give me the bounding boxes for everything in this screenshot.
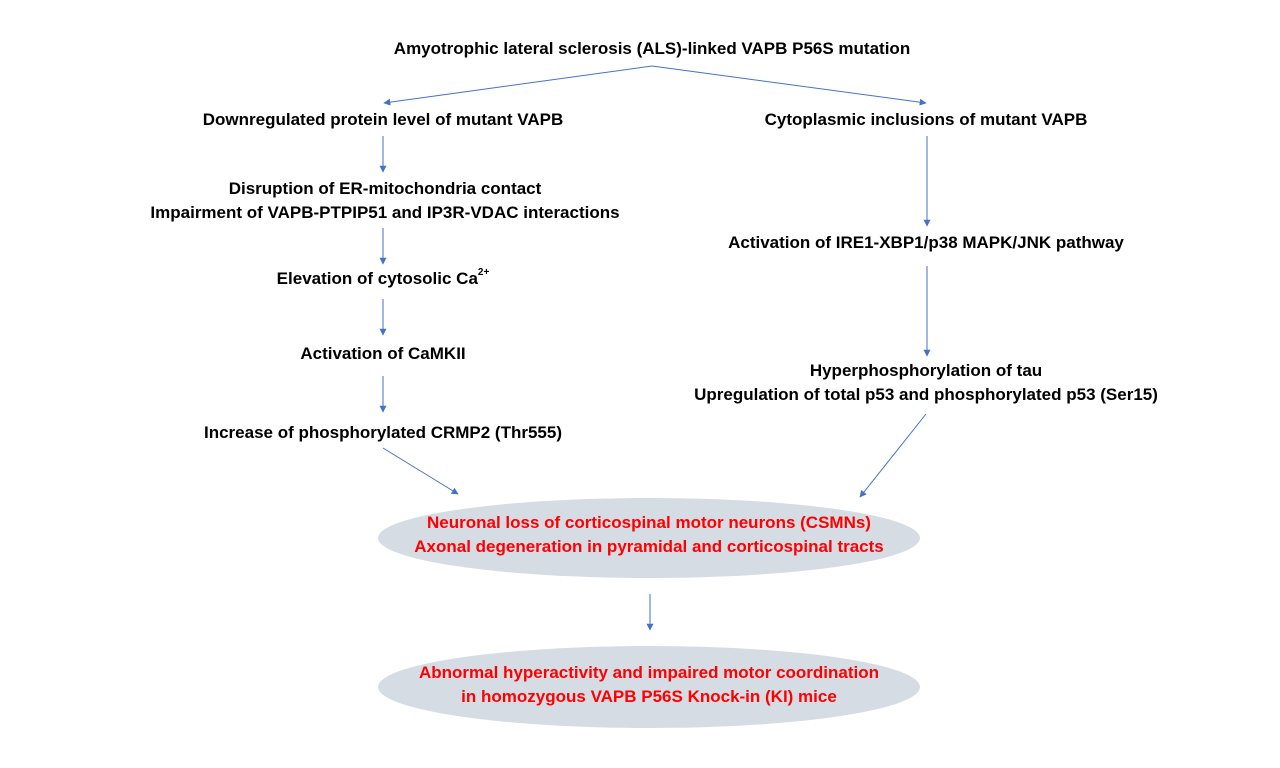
- right-step-tau-p53: Hyperphosphorylation of tau Upregulation…: [694, 359, 1158, 407]
- arrow-root-to-right: [651, 65, 927, 106]
- outcome-hyperactivity-line2: in homozygous VAPB P56S Knock-in (KI) mi…: [461, 687, 837, 706]
- left-step-er-mito-line2: Impairment of VAPB-PTPIP51 and IP3R-VDAC…: [150, 203, 620, 222]
- left-step-calcium: Elevation of cytosolic Ca2+: [276, 267, 490, 289]
- arrow-left-to-outcome: [382, 447, 459, 495]
- outcome-neuronal-loss-line1: Neuronal loss of corticospinal motor neu…: [427, 513, 871, 532]
- outcome-neuronal-loss: Neuronal loss of corticospinal motor neu…: [414, 511, 884, 559]
- right-step-inclusions: Cytoplasmic inclusions of mutant VAPB: [764, 110, 1088, 129]
- root-node: Amyotrophic lateral sclerosis (ALS)-link…: [393, 39, 911, 58]
- right-step-tau-line1: Hyperphosphorylation of tau: [809, 361, 1043, 380]
- left-step-camkii: Activation of CaMKII: [300, 344, 466, 363]
- outcome-ellipse-2: [378, 646, 920, 728]
- outcome-hyperactivity: Abnormal hyperactivity and impaired moto…: [419, 661, 879, 709]
- calcium-superscript: 2+: [477, 267, 490, 279]
- calcium-label: Elevation of cytosolic Ca: [276, 269, 478, 288]
- left-step-er-mito: Disruption of ER-mitochondria contact Im…: [150, 177, 619, 225]
- left-step-er-mito-line1: Disruption of ER-mitochondria contact: [228, 179, 542, 198]
- left-step-downregulated: Downregulated protein level of mutant VA…: [202, 110, 564, 129]
- arrow-right-to-outcome: [859, 413, 927, 498]
- left-step-crmp2: Increase of phosphorylated CRMP2 (Thr555…: [203, 423, 563, 442]
- outcome-ellipse-1: [378, 498, 920, 578]
- arrow-root-to-left: [383, 65, 653, 106]
- right-step-ire1: Activation of IRE1-XBP1/p38 MAPK/JNK pat…: [728, 233, 1124, 252]
- right-step-tau-line2: Upregulation of total p53 and phosphoryl…: [694, 385, 1158, 404]
- outcome-neuronal-loss-line2: Axonal degeneration in pyramidal and cor…: [414, 537, 884, 556]
- outcome-hyperactivity-line1: Abnormal hyperactivity and impaired moto…: [418, 663, 880, 682]
